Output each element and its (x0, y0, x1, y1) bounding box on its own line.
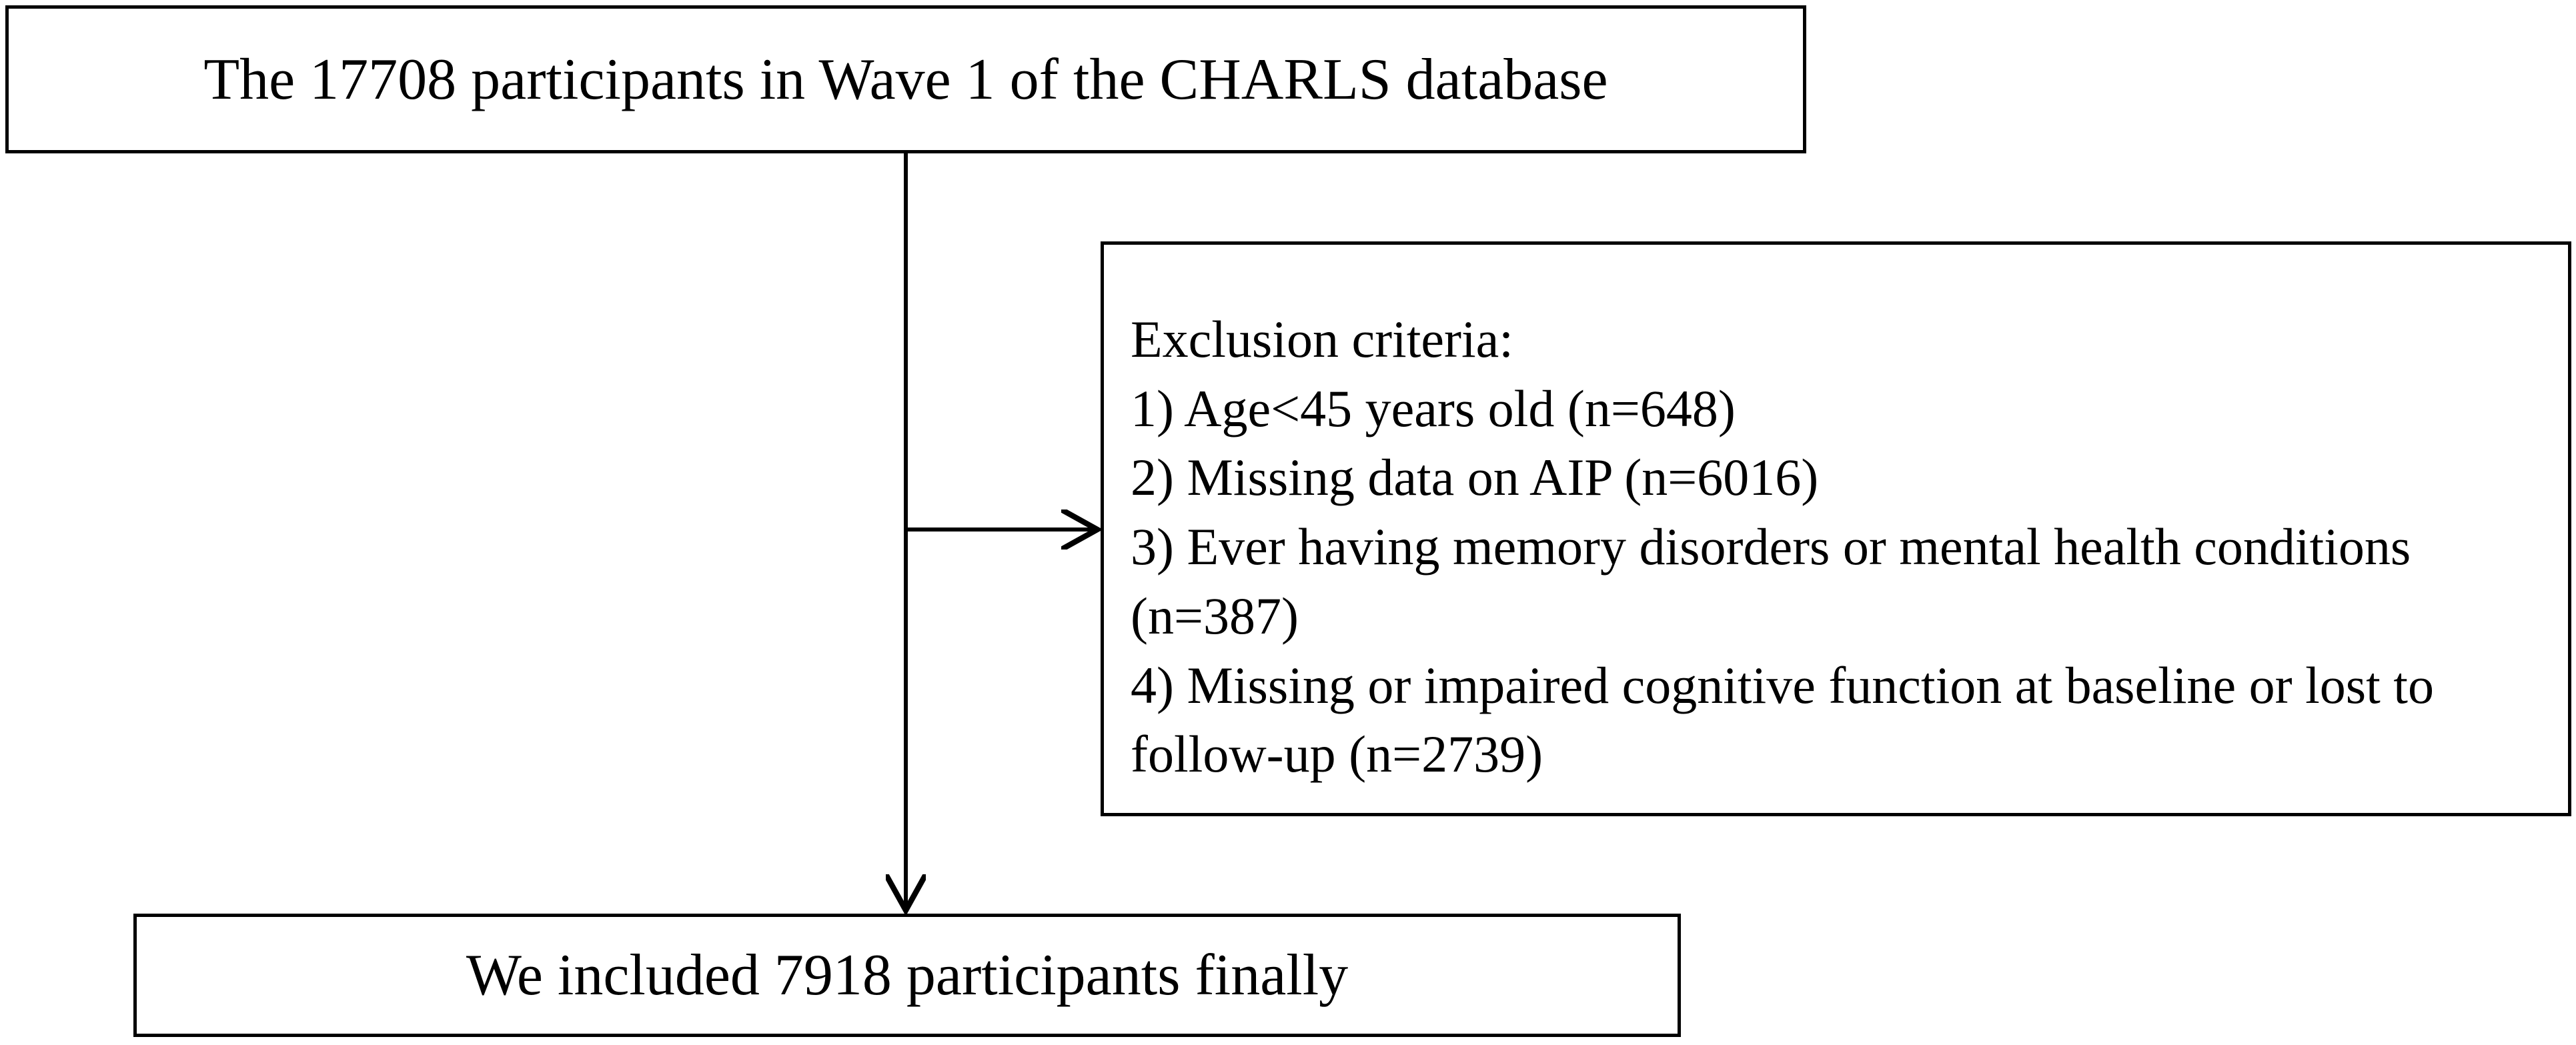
exclusion-heading: Exclusion criteria: (1131, 310, 1513, 368)
exclusion-line-2: 2) Missing data on AIP (n=6016) (1131, 448, 1819, 507)
initial-participants-text: The 17708 participants in Wave 1 of the … (203, 47, 1608, 112)
exclusion-line-4-continued: follow-up (n=2739) (1131, 725, 1543, 784)
exclusion-line-1: 1) Age<45 years old (n=648) (1131, 379, 1736, 437)
exclusion-line-3-continued: (n=387) (1131, 586, 1299, 645)
final-participants-text: We included 7918 participants finally (466, 943, 1349, 1008)
exclusion-criteria-box: Exclusion criteria: 1) Age<45 years old … (1101, 241, 2571, 816)
exclusion-line-3: 3) Ever having memory disorders or menta… (1131, 517, 2411, 576)
exclusion-line-4: 4) Missing or impaired cognitive functio… (1131, 656, 2434, 714)
final-participants-box: We included 7918 participants finally (133, 914, 1681, 1037)
initial-participants-box: The 17708 participants in Wave 1 of the … (5, 5, 1806, 153)
